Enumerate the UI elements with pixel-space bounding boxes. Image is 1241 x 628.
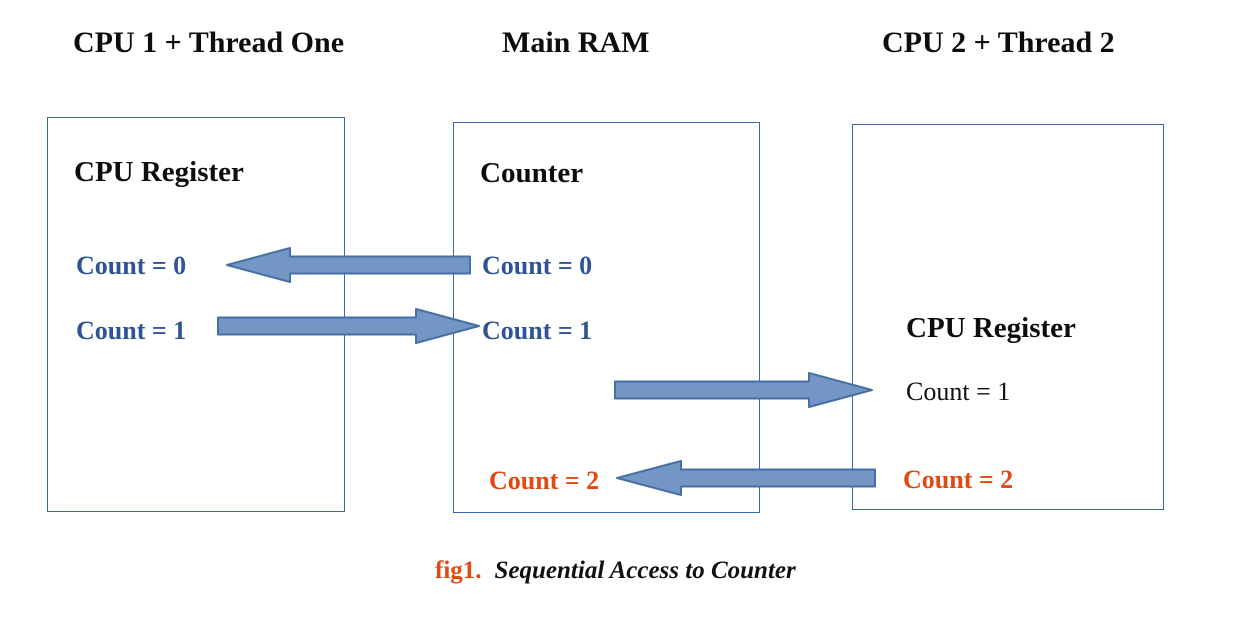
ram-box-title: Counter bbox=[480, 157, 584, 189]
figure-caption-number: fig1. bbox=[435, 557, 482, 584]
cpu1-count-1-label: Count = 1 bbox=[76, 316, 187, 345]
column-header-cpu2: CPU 2 + Thread 2 bbox=[882, 26, 1115, 59]
cpu1-register-box: CPU Register Count = 0 Count = 1 bbox=[47, 117, 345, 512]
ram-count-1-label: Count = 1 bbox=[482, 316, 593, 345]
column-header-cpu1: CPU 1 + Thread One bbox=[73, 26, 345, 59]
main-ram-counter-box: Counter Count = 0 Count = 1 Count = 2 bbox=[453, 122, 760, 513]
cpu2-box-title: CPU Register bbox=[906, 312, 1076, 344]
cpu1-box-title: CPU Register bbox=[74, 156, 244, 188]
cpu2-count-1-label: Count = 1 bbox=[906, 377, 1011, 406]
cpu1-count-0-label: Count = 0 bbox=[76, 251, 187, 280]
cpu2-register-box: CPU Register Count = 1 Count = 2 bbox=[852, 124, 1164, 510]
ram-count-0-label: Count = 0 bbox=[482, 251, 593, 280]
figure-caption-title: Sequential Access to Counter bbox=[494, 557, 796, 584]
column-header-main-ram: Main RAM bbox=[502, 26, 650, 59]
cpu2-count-2-label: Count = 2 bbox=[903, 465, 1014, 494]
ram-count-2-label: Count = 2 bbox=[489, 466, 600, 495]
figure-caption: fig1. Sequential Access to Counter bbox=[435, 557, 796, 585]
